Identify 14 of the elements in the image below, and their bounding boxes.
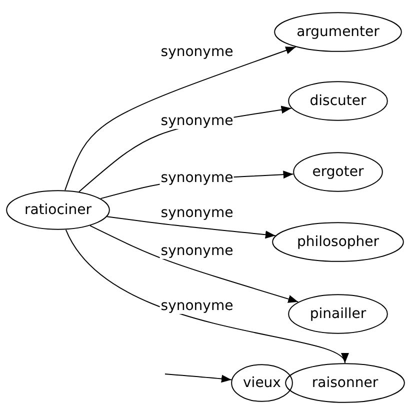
node-label: discuter <box>310 93 366 109</box>
node-label: raisonner <box>312 375 378 391</box>
node-ellipse <box>288 81 388 121</box>
node-ellipse <box>231 364 293 402</box>
arrow <box>64 46 296 191</box>
node-ellipse <box>6 190 110 230</box>
node-label: vieux <box>243 375 281 391</box>
node-label: ratiociner <box>24 202 92 218</box>
node-ellipse <box>274 12 402 52</box>
node-ellipse <box>293 152 383 192</box>
arrow <box>164 374 232 383</box>
node-label: ergoter <box>312 164 364 180</box>
node-label: argumenter <box>296 24 380 40</box>
node-ellipse <box>285 363 405 403</box>
